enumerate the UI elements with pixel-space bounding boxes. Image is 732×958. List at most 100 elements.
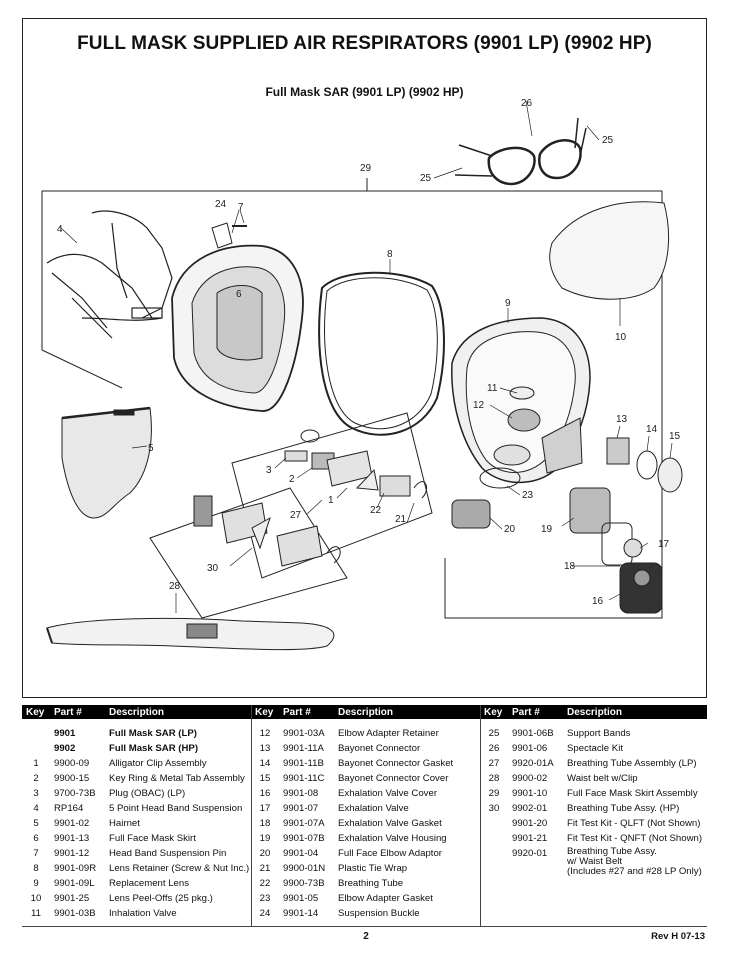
- header-part: Part #: [50, 705, 105, 719]
- hp-tube-bracket: [149, 487, 348, 619]
- description-cell: Waist belt w/Clip: [567, 773, 638, 784]
- part-number-cell: 9901-21: [512, 833, 548, 844]
- key-cell: 10: [30, 893, 42, 904]
- description-cell: Alligator Clip Assembly: [109, 758, 207, 769]
- description-cell: Support Bands: [567, 728, 631, 739]
- description-cell: Breathing Tube: [338, 878, 404, 889]
- table-row: 14 9901-11B Bayonet Connector Gasket: [251, 757, 480, 772]
- key-cell: 20: [259, 848, 271, 859]
- key-cell: 6: [33, 833, 39, 844]
- key-cell: [480, 832, 508, 847]
- part-number-cell: 9901-25: [54, 893, 90, 904]
- description-cell: Full Face Elbow Adaptor: [338, 848, 442, 859]
- part-number-cell: 9901-20: [512, 818, 548, 829]
- table-spacer: [22, 719, 251, 727]
- callout-11: 11: [487, 383, 498, 394]
- key-cell: 2: [33, 773, 39, 784]
- callout-20: 20: [504, 524, 516, 535]
- lens-peel-off-part: [549, 201, 670, 300]
- key-cell: 7: [33, 848, 39, 859]
- description-cell: Exhalation Valve Housing: [338, 833, 447, 844]
- key-cell: 24: [259, 908, 271, 919]
- callout-5: 5: [148, 443, 154, 454]
- tube-hardware-parts: [284, 429, 427, 499]
- part-number-cell: 9901-06B: [512, 728, 554, 739]
- hp-tube-parts: [193, 495, 341, 567]
- callout-19: 19: [541, 524, 553, 535]
- callout-10: 10: [615, 332, 627, 343]
- description-cell: Bayonet Connector Cover: [338, 773, 449, 784]
- callout-25-right: 25: [602, 135, 614, 146]
- key-cell: 28: [488, 773, 500, 784]
- footer-rule: [22, 926, 707, 927]
- description-cell: Breathing Tube Assy.w/ Waist Belt(Includ…: [563, 847, 707, 877]
- exploded-parts-diagram: 1 2 3 4 5 6 7 8 9 10 11 12 13 14 15 16 1…: [41, 98, 683, 651]
- revision-label: Rev H 07-13: [651, 931, 705, 942]
- part-number-cell: RP164: [54, 803, 84, 814]
- description-cell: Elbow Adapter Retainer: [338, 728, 439, 739]
- part-number-cell: 9901-11B: [283, 758, 324, 769]
- part-number-cell: 9901-03B: [54, 908, 96, 919]
- callout-7: 7: [238, 202, 244, 213]
- callout-4: 4: [57, 224, 63, 235]
- key-cell: [480, 817, 508, 832]
- table-row: 9902 Full Mask SAR (HP): [22, 742, 251, 757]
- header-key: Key: [22, 705, 50, 719]
- description-cell: Lens Peel-Offs (25 pkg.): [109, 893, 213, 904]
- key-cell: 12: [259, 728, 271, 739]
- description-cell: Full Mask SAR (HP): [109, 743, 199, 754]
- hairnet-part: [61, 406, 152, 519]
- callout-23: 23: [522, 490, 534, 501]
- part-number-cell: 9901-07B: [283, 833, 325, 844]
- description-cell: Exhalation Valve Gasket: [338, 818, 442, 829]
- description-cell: Head Band Suspension Pin: [109, 848, 227, 859]
- description-cell: Bayonet Connector Gasket: [338, 758, 454, 769]
- inhalation-valve-part: [509, 386, 535, 400]
- exhalation-housing-part: [569, 487, 611, 534]
- assembly-bracket-29: [41, 178, 368, 350]
- part-number-cell: 9901-13: [54, 833, 90, 844]
- description-line: (Includes #27 and #28 LP Only): [567, 866, 702, 877]
- part-number-cell: 9902: [54, 743, 76, 754]
- description-cell: Key Ring & Metal Tab Assembly: [109, 773, 245, 784]
- header-description: Description: [563, 705, 707, 719]
- part-number-cell: 9900-02: [512, 773, 548, 784]
- description-cell: Lens Retainer (Screw & Nut Inc.): [109, 863, 250, 874]
- diagram-frame: FULL MASK SUPPLIED AIR RESPIRATORS (9901…: [22, 18, 707, 698]
- head-harness-part: [46, 210, 173, 339]
- column-divider: [251, 705, 252, 927]
- key-cell: 14: [259, 758, 271, 769]
- part-number-cell: 9902-01: [512, 803, 548, 814]
- description-cell: 5 Point Head Band Suspension: [109, 803, 243, 814]
- callout-9: 9: [505, 298, 511, 309]
- part-number-cell: 9901-02: [54, 818, 90, 829]
- part-number-cell: 9901-11C: [283, 773, 325, 784]
- tube-group-bracket: [231, 412, 433, 579]
- callout-30: 30: [207, 563, 219, 574]
- callout-15: 15: [669, 431, 681, 442]
- part-number-cell: 9901-06: [512, 743, 548, 754]
- key-cell: 1: [33, 758, 39, 769]
- part-number-cell: 9900-01N: [283, 863, 326, 874]
- part-number-cell: 9901-05: [283, 893, 319, 904]
- callout-8: 8: [387, 249, 393, 260]
- part-number-cell: 9901-09R: [54, 863, 97, 874]
- key-cell: 23: [259, 893, 271, 904]
